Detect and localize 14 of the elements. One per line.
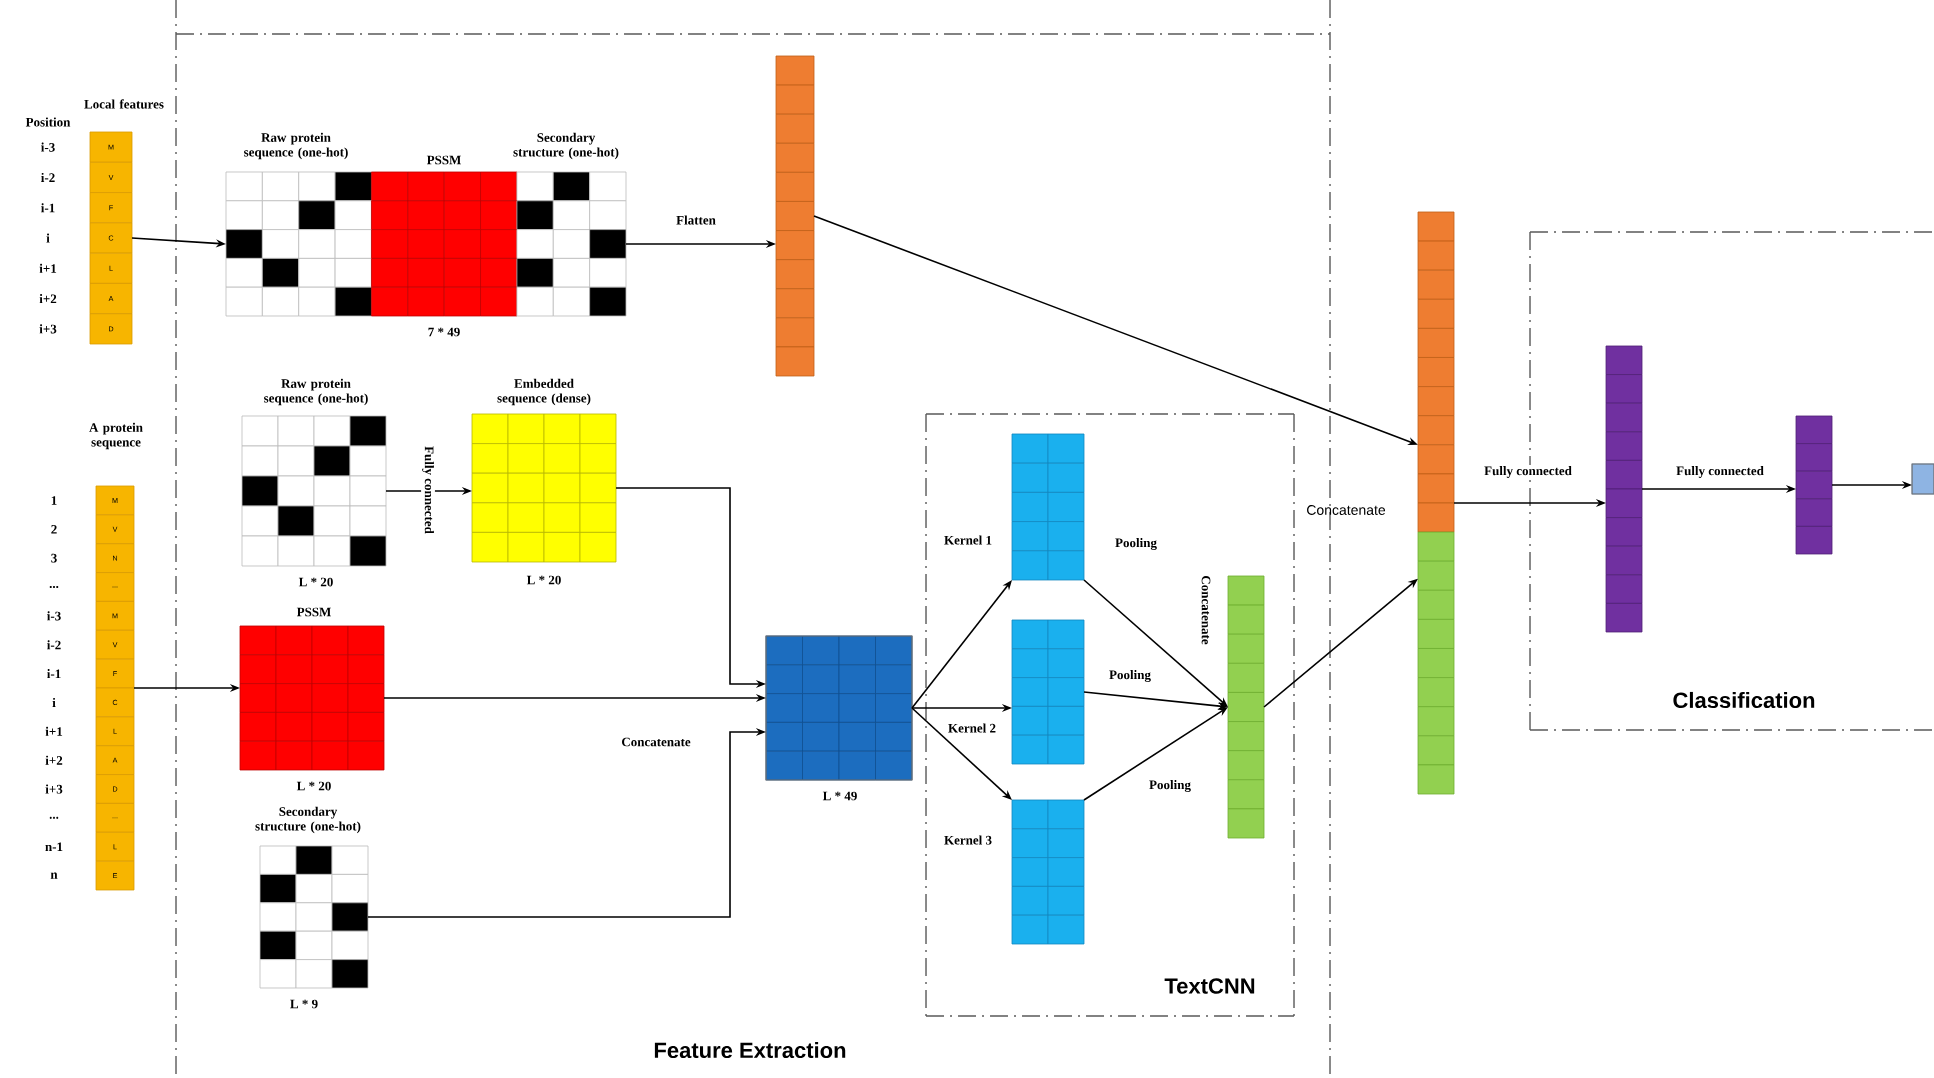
vector-bar (1011, 619, 1085, 765)
arrow (1083, 579, 1228, 707)
vector-bar (1011, 799, 1085, 945)
frame-title: TextCNN (1164, 978, 1255, 994)
arrow (911, 707, 1012, 800)
frame-title: Feature Extraction (654, 1041, 846, 1059)
arrow (911, 580, 1012, 709)
vector-bar (1795, 415, 1833, 555)
vector-bar (1227, 575, 1265, 839)
vector-bar (1605, 345, 1643, 633)
vector-bar (1011, 433, 1085, 581)
vector-bar (775, 55, 815, 377)
matrix-grid (1911, 463, 1934, 495)
frame-title: Classification (1673, 691, 1815, 709)
